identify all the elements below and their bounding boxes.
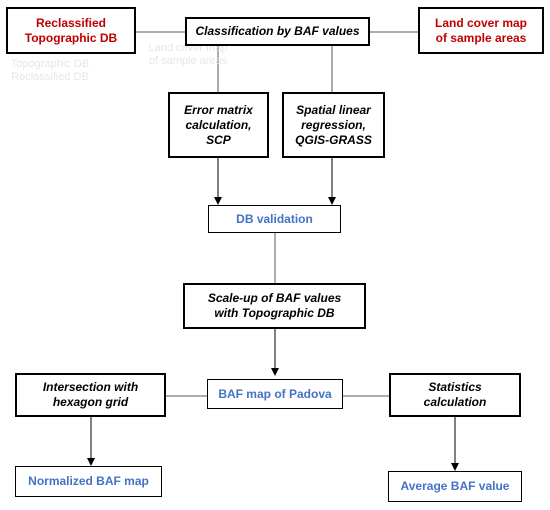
intersection-hexagon-label: Intersection with hexagon grid: [42, 380, 139, 409]
land-cover-map-label: Land cover map of sample areas: [434, 15, 528, 45]
average-baf-value-box: Average BAF value: [388, 471, 522, 502]
reclassified-topographic-db-label: Reclassified Topographic DB: [24, 15, 118, 45]
intersection-hexagon-box: Intersection with hexagon grid: [15, 373, 166, 417]
ghost-text-center: Land cover map of sample areas: [148, 42, 228, 68]
error-matrix-box: Error matrix calculation, SCP: [168, 92, 269, 158]
normalized-baf-map-label: Normalized BAF map: [28, 474, 149, 488]
reclassified-topographic-db-box: Reclassified Topographic DB: [6, 7, 136, 54]
spatial-regression-label: Spatial linear regression, QGIS-GRASS: [295, 102, 372, 147]
ghost-text-left: Topographic DB Reclassified DB: [10, 58, 90, 84]
spatial-regression-box: Spatial linear regression, QGIS-GRASS: [282, 92, 385, 158]
statistics-calculation-box: Statistics calculation: [389, 373, 521, 417]
db-validation-label: DB validation: [236, 211, 313, 226]
land-cover-map-box: Land cover map of sample areas: [418, 7, 544, 54]
db-validation-box: DB validation: [208, 205, 341, 233]
scale-up-label: Scale-up of BAF values with Topographic …: [207, 291, 342, 320]
error-matrix-label: Error matrix calculation, SCP: [184, 102, 253, 147]
scale-up-box: Scale-up of BAF values with Topographic …: [183, 283, 366, 329]
average-baf-value-label: Average BAF value: [400, 479, 510, 493]
baf-map-padova-label: BAF map of Padova: [218, 386, 332, 401]
classification-by-baf-label: Classification by BAF values: [195, 24, 360, 38]
normalized-baf-map-box: Normalized BAF map: [15, 466, 162, 497]
classification-by-baf-box: Classification by BAF values: [185, 17, 370, 46]
statistics-calculation-label: Statistics calculation: [423, 380, 487, 409]
baf-map-padova-box: BAF map of Padova: [207, 379, 343, 409]
